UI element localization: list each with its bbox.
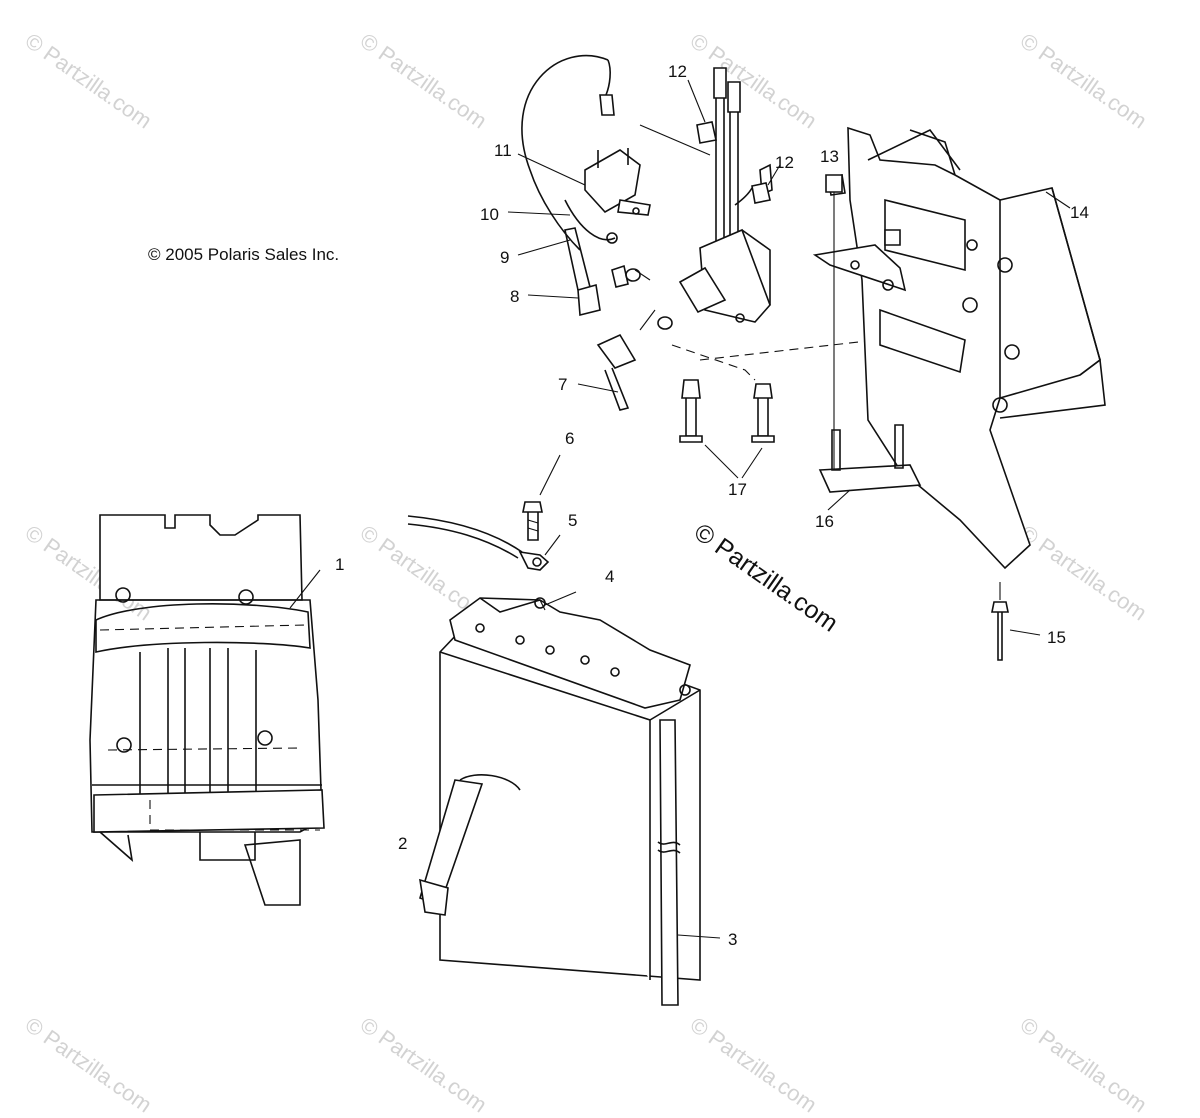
callout-16: 16 xyxy=(815,512,834,531)
vent-tube[interactable] xyxy=(657,719,721,1006)
battery-cable[interactable] xyxy=(407,515,550,571)
callout-1: 1 xyxy=(335,555,344,574)
callout-2: 2 xyxy=(398,834,407,853)
callout-8: 8 xyxy=(510,287,519,306)
solenoid-relay[interactable] xyxy=(564,148,651,244)
push-rivet[interactable] xyxy=(991,582,1009,661)
washer[interactable] xyxy=(625,268,673,330)
callout-6: 6 xyxy=(565,429,574,448)
callout-5: 5 xyxy=(568,511,577,530)
callout-10: 10 xyxy=(480,205,499,224)
callout-17: 17 xyxy=(728,480,747,499)
mounting-bolt[interactable] xyxy=(679,379,775,443)
battery-box[interactable] xyxy=(89,514,325,906)
callout-7: 7 xyxy=(558,375,567,394)
starter-cable[interactable] xyxy=(521,54,615,317)
callout-4: 4 xyxy=(605,567,614,586)
terminal-screw[interactable] xyxy=(522,501,543,541)
callout-12: 12 xyxy=(775,153,794,172)
flange-nut[interactable] xyxy=(825,174,901,470)
callout-13: 13 xyxy=(820,147,839,166)
callout-14: 14 xyxy=(1070,203,1089,222)
battery-strap[interactable] xyxy=(419,774,521,916)
mounting-bracket[interactable] xyxy=(812,126,1106,570)
callout-11: 11 xyxy=(494,141,512,160)
copyright-text: © 2005 Polaris Sales Inc. xyxy=(148,245,340,264)
callout-3: 3 xyxy=(728,930,737,949)
cable-boot[interactable] xyxy=(577,333,637,411)
starter-solenoid[interactable] xyxy=(678,67,773,323)
callout-9: 9 xyxy=(500,248,509,267)
stud-plate[interactable] xyxy=(818,424,922,493)
callout-15: 15 xyxy=(1047,628,1066,647)
callout-12: 12 xyxy=(668,62,687,81)
battery[interactable] xyxy=(439,597,701,981)
parts-diagram: 1 2 3 4 5 6 7 8 9 10 11 12 12 13 14 15 1… xyxy=(89,54,1106,1006)
